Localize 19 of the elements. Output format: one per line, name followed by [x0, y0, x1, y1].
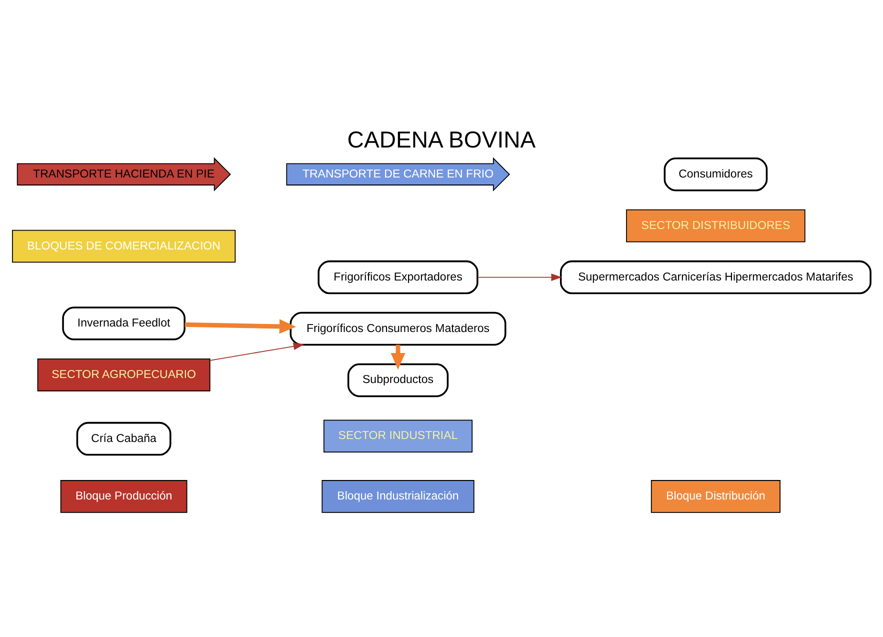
node-box: Invernada Feedlot: [62, 306, 186, 340]
node-box: Subproductos: [347, 362, 449, 397]
arrow: [210, 342, 304, 360]
arrow: [390, 344, 406, 370]
arrow: [477, 273, 562, 281]
node-box: Bloque Distribución: [650, 480, 780, 512]
node-box: SECTOR AGROPECUARIO: [37, 358, 210, 391]
node-box: SECTOR DISTRIBUIDORES: [626, 208, 806, 242]
arrow: [184, 318, 296, 334]
node-box: SECTOR INDUSTRIAL: [323, 419, 473, 452]
node-box: Consumidores: [664, 157, 768, 191]
node-box: Cría Cabaña: [76, 421, 172, 456]
node-box: Frigoríficos Exportadores: [318, 260, 478, 294]
node-box: Bloque Industrialización: [322, 480, 474, 512]
diagram-title: CADENA BOVINA: [347, 126, 536, 152]
node-box: BLOQUES DE COMERCIALIZACION: [12, 229, 236, 262]
node-box: Bloque Producción: [60, 480, 188, 512]
node-box: Supermercados Carnicerías Hipermercados Matarifes: [560, 260, 872, 294]
node-box: Frigoríficos Consumeros Mataderos: [290, 311, 506, 346]
